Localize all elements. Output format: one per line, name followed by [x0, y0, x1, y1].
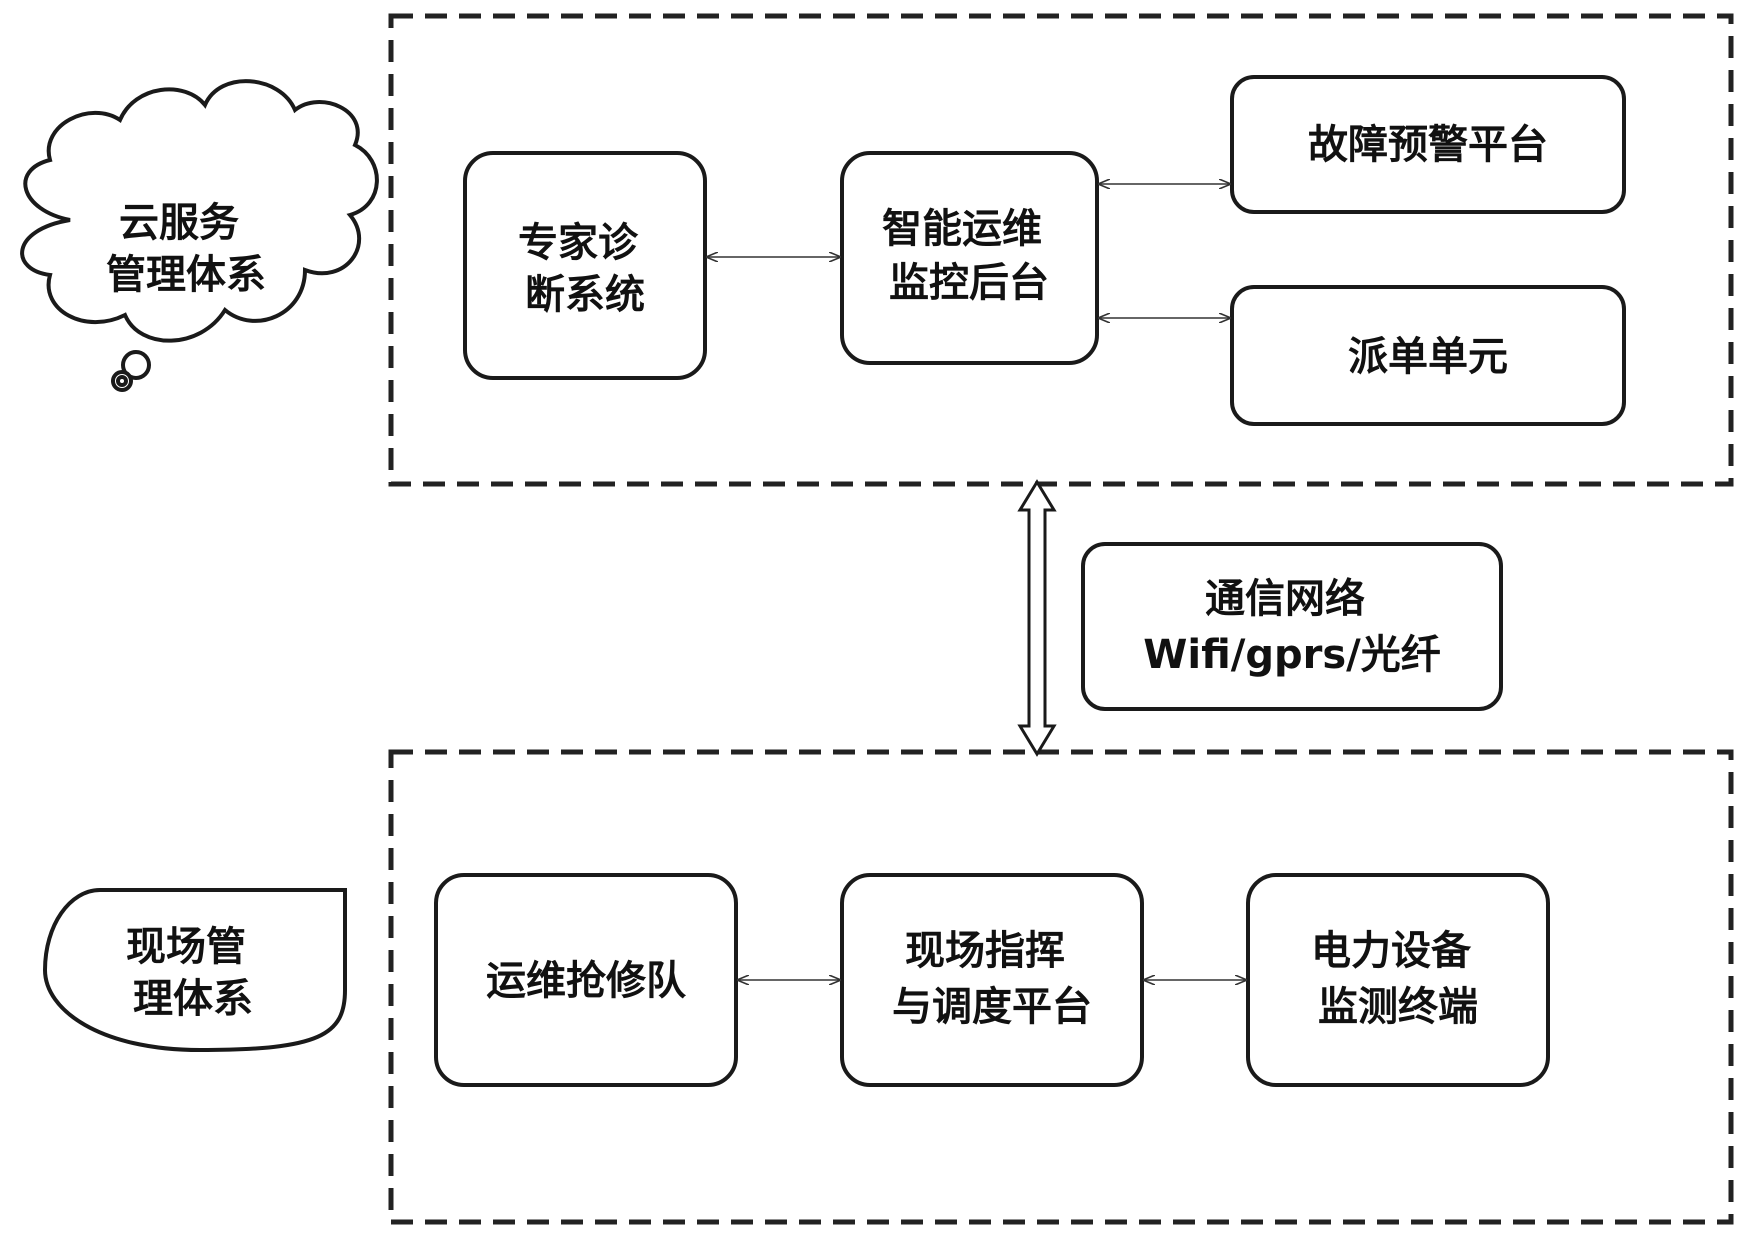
svg-text:派单单元: 派单单元	[1348, 334, 1508, 380]
svg-text:现场指挥 与调度平台: 现场指挥 与调度平台	[892, 928, 1092, 1030]
field-group-label-line1: 现场管	[126, 924, 246, 970]
svg-text:运维抢修队: 运维抢修队	[486, 958, 687, 1004]
svg-text:故障预警平台: 故障预警平台	[1308, 122, 1548, 168]
node-fault-warning-line1: 故障预警平台	[1308, 122, 1548, 168]
svg-text:专家诊 断系统: 专家诊 断系统	[518, 220, 652, 318]
node-field-command-line1: 现场指挥	[905, 928, 1065, 974]
cloud-group-label: 云服务 管理体系	[106, 200, 266, 298]
node-network-line2: Wifi/gprs/光纤	[1143, 632, 1441, 678]
field-group-label: 现场管 理体系	[126, 924, 260, 1022]
node-smart-om-monitor-line1: 智能运维	[882, 206, 1042, 252]
svg-text:电力设备 监测终端: 电力设备 监测终端	[1311, 928, 1485, 1030]
cloud-group-shape	[20, 79, 379, 392]
node-field-command: 现场指挥 与调度平台	[840, 873, 1144, 1087]
node-network: 通信网络 Wifi/gprs/光纤	[1081, 542, 1503, 711]
edge-cloud-field-link	[1017, 479, 1057, 757]
node-expert-diagnosis-line1: 专家诊	[518, 220, 639, 266]
field-group-label-line2: 理体系	[133, 976, 253, 1022]
node-power-monitor: 电力设备 监测终端	[1246, 873, 1550, 1087]
field-zone	[388, 749, 1734, 1225]
field-group-shape	[42, 888, 347, 1053]
node-power-monitor-line2: 监测终端	[1318, 984, 1478, 1030]
node-fault-warning: 故障预警平台	[1230, 75, 1626, 214]
node-dispatch-unit-line1: 派单单元	[1348, 334, 1508, 380]
svg-text:通信网络 Wifi/gprs/光纤: 通信网络 Wifi/gprs/光纤	[1143, 576, 1441, 678]
node-network-line1: 通信网络	[1205, 576, 1365, 622]
cloud-group-label-line2: 管理体系	[106, 252, 266, 298]
node-om-repair-team: 运维抢修队	[434, 873, 738, 1087]
node-smart-om-monitor-line2: 监控后台	[889, 260, 1049, 306]
cloud-group-label-line1: 云服务	[119, 200, 239, 246]
cloud-zone	[388, 13, 1734, 487]
svg-text:智能运维 监控后台: 智能运维 监控后台	[882, 206, 1056, 306]
node-dispatch-unit: 派单单元	[1230, 285, 1626, 426]
node-power-monitor-line1: 电力设备	[1311, 928, 1472, 974]
node-om-repair-team-line1: 运维抢修队	[486, 958, 687, 1004]
node-expert-diagnosis: 专家诊 断系统	[463, 151, 707, 380]
node-expert-diagnosis-line2: 断系统	[525, 272, 645, 318]
node-smart-om-monitor: 智能运维 监控后台	[840, 151, 1099, 365]
node-field-command-line2: 与调度平台	[892, 984, 1092, 1030]
